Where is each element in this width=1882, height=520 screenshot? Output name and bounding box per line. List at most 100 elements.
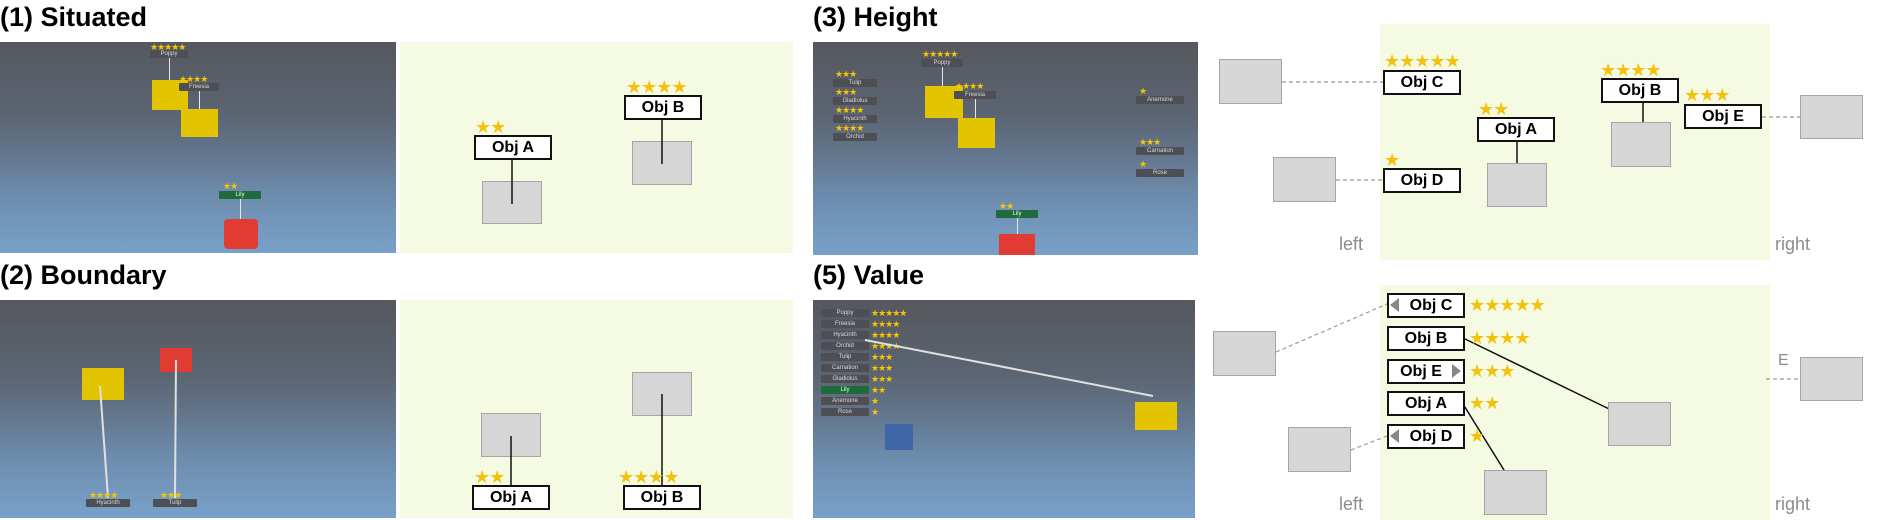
vr-list-stars: ★★★★★: [871, 308, 907, 318]
vr-tag-lily: Lily: [996, 210, 1038, 218]
vr-stars-tulip: ★★★: [160, 490, 182, 500]
object-label-b: Obj B: [623, 485, 701, 510]
vr-list-tag: Hyacinth: [821, 331, 869, 339]
object-box-d: [1273, 157, 1336, 202]
object-box-b: [1608, 402, 1671, 446]
vr-cube-lily: [224, 219, 258, 249]
object-box-b: [632, 372, 692, 416]
vr-tag-freesia: Freesia: [954, 91, 996, 99]
vr-tag-hyacinth: Hyacinth: [86, 499, 130, 507]
rating-stars-e: ★★★: [1684, 85, 1730, 105]
vr-stars-lily: ★★: [223, 181, 238, 191]
title-situated: (1) Situated: [0, 2, 148, 32]
vr-screenshot-height: ★★★ Tulip ★★★ Gladiolus ★★★★ Hyacinth ★★…: [813, 42, 1198, 255]
object-box-e: [1800, 95, 1863, 139]
vr-list-stars: ★★★: [871, 352, 893, 362]
vr-cube-freesia: [958, 118, 995, 148]
vr-list-stars: ★★★★: [871, 319, 900, 329]
vr-cube-hyacinth: [82, 368, 124, 400]
diagram-boundary: ★★ Obj A ★★★★ Obj B: [400, 300, 793, 518]
vr-stars-freesia: ★★★★: [179, 74, 208, 84]
rating-stars-b: ★★★★: [1469, 328, 1531, 348]
vr-tag-tulip: Tulip: [153, 499, 197, 507]
vr-cube-lily: [885, 424, 913, 450]
object-label-a: Obj A: [1477, 117, 1555, 142]
object-label-c: Obj C: [1387, 293, 1465, 318]
vr-list-tag: Tulip: [821, 353, 869, 361]
side-label-left: left: [1339, 494, 1364, 514]
vr-list-tag: Gladiolus: [821, 375, 869, 383]
object-box-a: [481, 413, 541, 457]
rating-stars-c: ★★★★★: [1384, 51, 1461, 71]
vr-list-tag: Freesia: [821, 320, 869, 328]
object-label-d: Obj D: [1387, 424, 1465, 449]
side-label-right: right: [1775, 234, 1811, 254]
object-box-a: [1484, 470, 1547, 515]
rating-stars-b: ★★★★: [1600, 60, 1662, 80]
vr-list-tag: Carnation: [821, 364, 869, 372]
rating-stars-a: ★★: [474, 467, 505, 487]
vr-cube-freesia: [181, 109, 218, 137]
vr-list-stars: ★★: [871, 385, 886, 395]
edge-label-e: E: [1778, 352, 1789, 369]
object-label-c: Obj C: [1383, 70, 1461, 95]
vr-list-stars: ★★★★: [871, 341, 900, 351]
vr-screenshot-boundary: ★★★★ Hyacinth ★★★ Tulip: [0, 300, 396, 518]
vr-tag-hyacinth: Hyacinth: [833, 115, 877, 123]
vr-list-stars: ★: [871, 396, 879, 406]
vr-list-stars: ★: [871, 407, 879, 417]
title-boundary: (2) Boundary: [0, 260, 167, 290]
rating-stars-a: ★★: [1469, 393, 1500, 413]
object-label-e: Obj E: [1684, 104, 1762, 129]
rating-stars-c: ★★★★★: [1469, 295, 1546, 315]
vr-tag-carnation: Carnation: [1136, 147, 1184, 155]
vr-list-tag: Orchid: [821, 342, 869, 350]
vr-list-tag: Anemone: [821, 397, 869, 405]
object-label-a: Obj A: [1387, 391, 1465, 416]
side-label-right: right: [1775, 494, 1811, 514]
vr-tag-anemone: Anemone: [1136, 96, 1184, 104]
vr-list-tag: Poppy: [821, 309, 869, 317]
vr-list-stars: ★★★: [871, 363, 893, 373]
object-label-b: Obj B: [624, 95, 702, 120]
vr-tag-orchid: Orchid: [833, 133, 877, 141]
vr-cube-lily: [999, 234, 1035, 255]
vr-screenshot-situated: ★★★★★ Poppy ★★★★ Freesia ★★ Lily: [0, 42, 396, 253]
diagram-height-area: [1380, 24, 1770, 260]
vr-tag-freesia: Freesia: [179, 83, 219, 91]
vr-tag-rose: Rose: [1136, 169, 1184, 177]
title-value: (5) Value: [813, 260, 925, 290]
vr-list-stars: ★★★★: [871, 330, 900, 340]
offscreen-right-indicator: [1452, 364, 1461, 378]
object-label-d: Obj D: [1383, 168, 1461, 193]
object-label-a: Obj A: [474, 135, 552, 160]
object-label-a: Obj A: [472, 485, 550, 510]
rating-stars-e: ★★★: [1469, 361, 1515, 381]
rating-stars-b: ★★★★: [626, 77, 688, 97]
object-box-c: [1219, 59, 1282, 104]
rating-stars-b: ★★★★: [618, 467, 680, 487]
vr-tag-poppy: Poppy: [921, 59, 963, 67]
title-height: (3) Height: [813, 2, 938, 32]
vr-tag-lily: Lily: [219, 191, 261, 199]
vr-stars-hyacinth: ★★★★: [89, 490, 118, 500]
rating-stars-a: ★★: [475, 117, 506, 137]
diagram-situated: ★★ Obj A ★★★★ Obj B: [400, 42, 793, 253]
offscreen-left-indicator: [1390, 298, 1399, 312]
object-box-a: [482, 181, 542, 224]
rating-stars-a: ★★: [1478, 99, 1509, 119]
vr-stars-poppy: ★★★★★: [150, 42, 186, 52]
object-box-c: [1213, 331, 1276, 376]
vr-cube-hyacinth: [1135, 402, 1177, 430]
vr-list-tag: Rose: [821, 408, 869, 416]
vr-tag-poppy: Poppy: [150, 50, 188, 58]
object-box-b: [632, 141, 692, 185]
offscreen-left-indicator: [1390, 429, 1399, 443]
rating-stars-d: ★: [1469, 426, 1485, 446]
side-label-left: left: [1339, 234, 1364, 254]
vr-tag-gladiolus: Gladiolus: [833, 97, 877, 105]
vr-list-stars: ★★★: [871, 374, 893, 384]
object-label-b: Obj B: [1387, 326, 1465, 351]
object-box-e: [1800, 357, 1863, 401]
vr-cube-tulip: [160, 348, 192, 372]
